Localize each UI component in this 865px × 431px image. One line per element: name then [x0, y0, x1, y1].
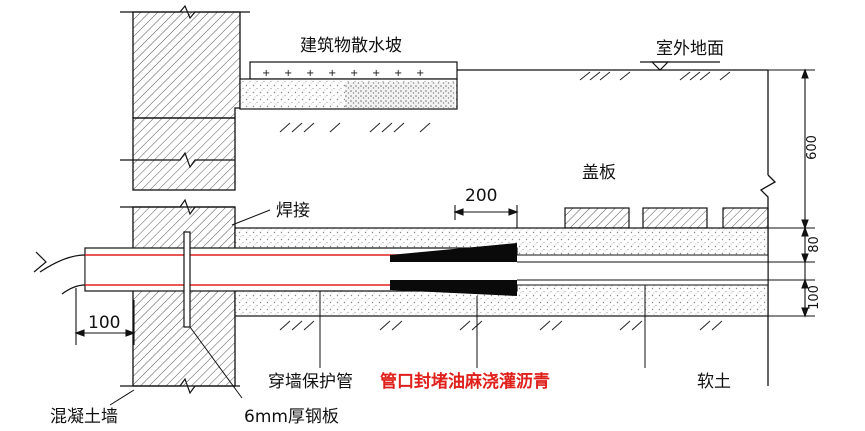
- svg-text:+: +: [416, 68, 424, 79]
- label-steel-plate: 6mm厚钢板: [244, 407, 339, 427]
- apron-slab: + + + + + + + +: [239, 61, 458, 110]
- svg-text:+: +: [306, 68, 314, 79]
- svg-text:+: +: [328, 68, 336, 79]
- label-dim-100-right: 100: [806, 285, 822, 310]
- svg-text:+: +: [372, 68, 380, 79]
- pipe-outlet: [33, 251, 86, 295]
- ground-level-marker: [640, 61, 720, 71]
- svg-text:+: +: [262, 68, 270, 79]
- label-soft-soil: 软土: [697, 372, 731, 392]
- dim-100-left: [74, 288, 136, 345]
- svg-text:+: +: [394, 68, 402, 79]
- label-cover-plate: 盖板: [582, 163, 616, 183]
- label-dim-80: 80: [806, 236, 822, 253]
- concrete-wall-upper: [132, 11, 241, 191]
- label-building-apron: 建筑物散水坡: [300, 36, 402, 56]
- label-outdoor-ground: 室外地面: [656, 39, 724, 59]
- label-weld: 焊接: [276, 201, 310, 221]
- label-dim-100-left: 100: [88, 313, 121, 333]
- dim-vertical-right: [768, 68, 815, 318]
- sealing-asphalt: [390, 243, 517, 296]
- svg-text:+: +: [350, 68, 358, 79]
- label-seal-note: 管口封堵油麻浇灌沥青: [380, 372, 550, 392]
- dim-200: [453, 205, 519, 228]
- label-dim-600: 600: [804, 135, 820, 160]
- label-concrete-wall: 混凝土墙: [50, 407, 118, 427]
- soil-ticks: [279, 71, 731, 331]
- svg-text:+: +: [284, 68, 292, 79]
- leader-lines: [109, 209, 646, 406]
- steel-plate: [183, 231, 191, 328]
- label-dim-200: 200: [465, 186, 498, 206]
- cover-plates: [564, 207, 769, 229]
- label-wall-sleeve: 穿墙保护管: [268, 372, 353, 392]
